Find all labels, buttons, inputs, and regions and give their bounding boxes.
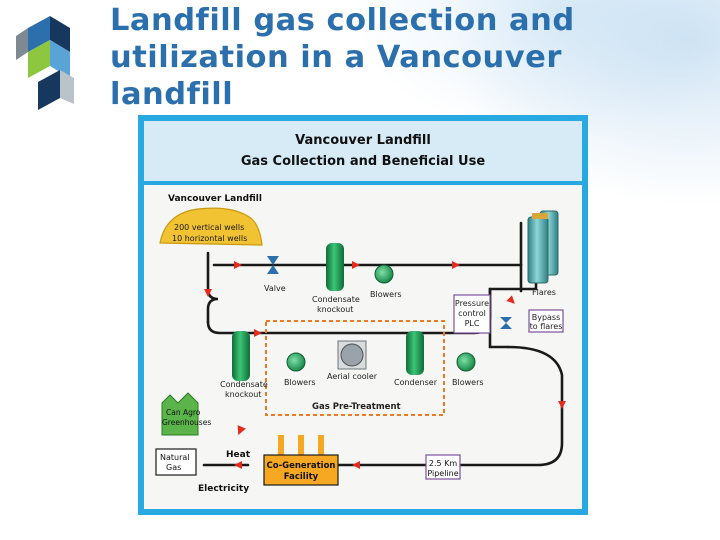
electricity-label: Electricity	[198, 484, 249, 494]
bypass-label-2: to flares	[530, 322, 563, 331]
landfill-gas-diagram: Vancouver Landfill Gas Collection and Be…	[138, 115, 588, 515]
aerial-cooler-label: Aerial cooler	[327, 372, 378, 381]
bypass-valve-icon	[500, 317, 512, 329]
arrow	[352, 461, 360, 469]
slide-title: Landfill gas collection and utilization …	[110, 2, 630, 113]
cogen-stack-3	[318, 435, 324, 457]
title-line-3: landfill	[110, 77, 234, 112]
pretreatment-box	[265, 320, 445, 416]
landfill-wells-horizontal: 10 horizontal wells	[172, 234, 247, 243]
cogen-stack-2	[298, 435, 304, 457]
logo-block-grey	[16, 28, 28, 60]
arrow	[237, 425, 246, 436]
diagram-header	[144, 121, 582, 181]
pressure-label-2: control	[458, 309, 486, 318]
logo-icon	[16, 16, 74, 110]
pipeline-box	[425, 454, 461, 480]
natural-gas-box	[155, 448, 197, 476]
greenhouse-icon	[161, 392, 199, 436]
flare-cap	[532, 213, 548, 219]
title-line-1: Landfill gas collection and	[110, 3, 575, 38]
cogen-stack-1	[278, 435, 284, 457]
aerial-cooler-fan	[340, 343, 364, 367]
cogen-label-1: Co-Generation	[267, 461, 336, 471]
blower-right-icon	[456, 352, 476, 372]
condensate-top-label-1: Condensate	[312, 295, 360, 304]
diagram-subtitle: Gas Collection and Beneficial Use	[241, 154, 485, 169]
landfill-mound	[159, 207, 263, 246]
logo-block-light	[60, 70, 74, 104]
blowers-top-label: Blowers	[370, 290, 402, 299]
blower-top-icon	[374, 264, 394, 284]
landfill-name: Vancouver Landfill	[168, 194, 262, 204]
greenhouse-label-2: Greenhouses	[162, 418, 211, 427]
greenhouse-label-1: Can Agro	[166, 408, 201, 417]
logo-block-lightblue	[50, 40, 70, 78]
bypass-box	[528, 309, 564, 333]
arrow	[254, 329, 262, 337]
blowers-left-label: Blowers	[284, 378, 316, 387]
pressure-label-3: PLC	[465, 319, 480, 328]
blower-left-icon	[286, 352, 306, 372]
flare-stack-front	[527, 216, 549, 284]
condenser-tank	[406, 331, 424, 375]
landfill-wells-vertical: 200 vertical wells	[174, 223, 244, 232]
valve-label: Valve	[264, 284, 286, 293]
condensate-bottom-label-1: Condensate	[220, 380, 268, 389]
cogen-box	[263, 454, 339, 486]
title-line-2: utilization in a Vancouver	[110, 40, 562, 75]
logo-block-green	[28, 40, 50, 78]
logo-block-navy-low	[38, 70, 60, 110]
arrow	[234, 261, 242, 269]
pressure-label-1: Pressure	[455, 299, 489, 308]
pressure-control-box	[453, 294, 491, 334]
blowers-right-label: Blowers	[452, 378, 484, 387]
arrow	[506, 295, 515, 304]
cogen-label-2: Facility	[284, 472, 319, 482]
arrow	[234, 461, 242, 469]
condensate-top-label-2: knockout	[317, 305, 353, 314]
pretreatment-label: Gas Pre-Treatment	[312, 402, 401, 412]
diagram-title: Vancouver Landfill	[295, 133, 431, 148]
arrow	[452, 261, 460, 269]
arrow	[558, 401, 566, 409]
pipeline-label-2: Pipeline	[427, 469, 458, 478]
condensate-bottom-label-2: knockout	[225, 390, 261, 399]
bypass-label-1: Bypass	[532, 313, 561, 322]
condensate-tank-bottom	[232, 331, 250, 381]
valve-icon	[267, 256, 279, 274]
condensate-tank-top	[326, 243, 344, 291]
natural-gas-label-2: Gas	[166, 463, 181, 472]
heat-label: Heat	[226, 450, 251, 460]
flares-label: Flares	[532, 288, 556, 297]
condenser-label: Condenser	[394, 378, 438, 387]
arrow	[352, 261, 360, 269]
arrow	[204, 289, 212, 297]
natural-gas-label-1: Natural	[160, 453, 190, 462]
pipeline-label-1: 2.5 Km	[429, 459, 458, 468]
